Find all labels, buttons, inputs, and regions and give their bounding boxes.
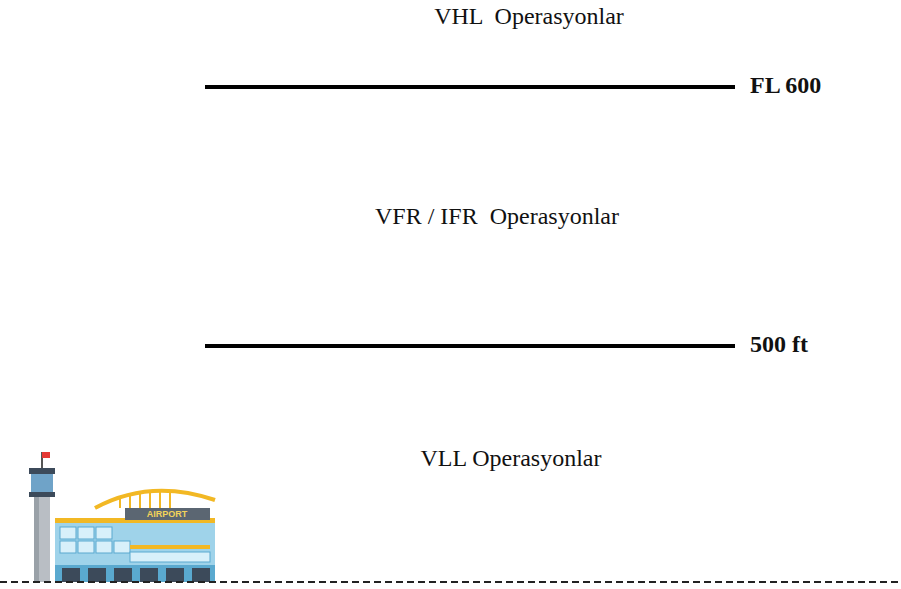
sign-text: AIRPORT [147,509,188,519]
500ft-line [205,344,735,348]
band-label: VHL Operasyonlar [434,3,624,31]
altitude-label: FL 600 [750,72,821,100]
band-label: VLL Operasyonlar [420,445,601,473]
fl600-line [205,85,735,89]
altitude-label: 500 ft [750,331,808,359]
ground-line [0,581,901,583]
band-label: VFR / IFR Operasyonlar [375,203,619,231]
airport-icon [29,452,215,582]
